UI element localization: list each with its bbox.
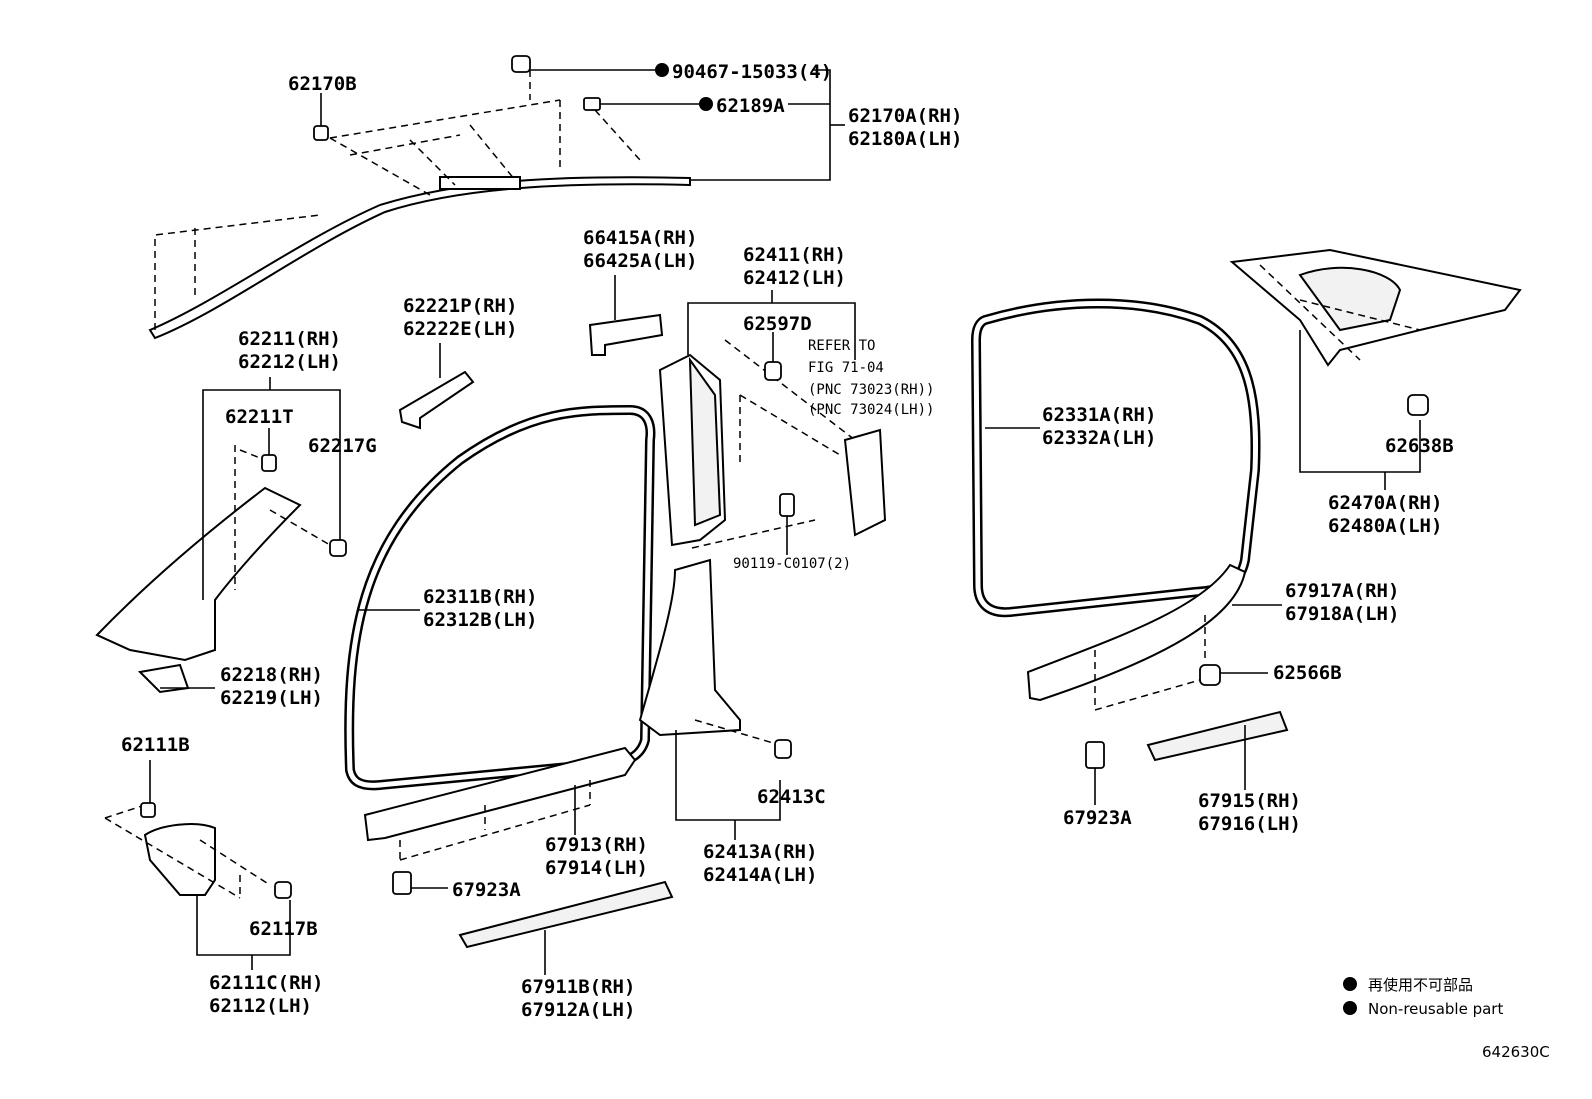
diagram-code: 642630C [1482, 1043, 1550, 1061]
roof-side-garnish-part [148, 70, 691, 340]
label-62111C: 62111C(RH) [209, 972, 323, 994]
label-67923A-right: 67923A [1063, 807, 1132, 829]
label-62189A: 62189A [716, 95, 785, 117]
clip-90467-icon [511, 55, 658, 73]
label-62470A: 62470A(RH) [1328, 492, 1442, 514]
clip-62189A-icon [583, 97, 702, 111]
label-62566B: 62566B [1273, 662, 1342, 684]
label-67914: 67914(LH) [545, 857, 648, 879]
quarter-trim-part [1229, 248, 1522, 490]
clip-62597D-icon [764, 332, 782, 381]
label-refer-pnc-rh: (PNC 73023(RH)) [808, 382, 934, 398]
label-62212: 62212(LH) [238, 351, 341, 373]
label-62413C: 62413C [757, 786, 826, 808]
clip-62111B-icon [140, 802, 156, 818]
label-62170B: 62170B [288, 73, 357, 95]
label-62414A: 62414A(LH) [703, 864, 817, 886]
center-pillar-upper-part [658, 290, 856, 549]
label-66415A: 66415A(RH) [583, 227, 697, 249]
clip-67923A-right-icon [1085, 741, 1105, 805]
label-62117B: 62117B [249, 918, 318, 940]
clip-62117B-icon [274, 881, 292, 899]
clip-62217G-icon [329, 539, 347, 557]
label-62312B: 62312B(LH) [423, 609, 537, 631]
label-62411: 62411(RH) [743, 244, 846, 266]
legend: 再使用不可部品 Non-reusable part [1343, 976, 1503, 1018]
label-refer-pnc-lh: (PNC 73024(LH)) [808, 402, 934, 418]
bracket-66415A-part [588, 275, 664, 356]
label-62221P: 62221P(RH) [403, 295, 517, 317]
label-62597D: 62597D [743, 313, 812, 335]
legend-en: Non-reusable part [1368, 1000, 1503, 1018]
front-scuff-plate-inner-part [363, 746, 637, 861]
label-90467-15033: 90467-15033(4) [672, 61, 832, 83]
label-62332A: 62332A(LH) [1042, 427, 1156, 449]
clip-62413C-icon [774, 739, 792, 759]
label-90119-C0107: 90119-C0107(2) [733, 556, 851, 572]
legend-dot-icon [1343, 1001, 1357, 1015]
non-reusable-dot-icon [699, 97, 713, 111]
center-pillar-lower-part [638, 558, 781, 840]
label-67911B: 67911B(RH) [521, 976, 635, 998]
bolt-90119-icon [779, 493, 795, 555]
clip-62566B-icon [1199, 664, 1268, 686]
label-62217G: 62217G [308, 435, 377, 457]
label-67916: 67916(LH) [1198, 813, 1301, 835]
front-pillar-garnish-part [95, 377, 341, 662]
label-62111B: 62111B [121, 734, 190, 756]
bracket-62218-part [137, 663, 215, 694]
scuff-plate-67915-part [1146, 710, 1289, 790]
clip-62638B-icon [1407, 394, 1429, 416]
label-62222E: 62222E(LH) [403, 318, 517, 340]
legend-jp: 再使用不可部品 [1368, 976, 1473, 994]
clip-67923A-left-icon [392, 871, 448, 895]
rear-scuff-plate-inner-part [1026, 563, 1282, 711]
label-62218: 62218(RH) [220, 664, 323, 686]
label-67917A: 67917A(RH) [1285, 580, 1399, 602]
label-62211T: 62211T [225, 406, 294, 428]
label-62638B: 62638B [1385, 435, 1454, 457]
label-refer-fig: FIG 71-04 [808, 360, 884, 376]
cowl-side-trim-part [104, 760, 291, 970]
scuff-plate-67911B-part [458, 880, 674, 975]
label-66425A: 66425A(LH) [583, 250, 697, 272]
legend-dot-icon [1343, 977, 1357, 991]
label-62211: 62211(RH) [238, 328, 341, 350]
clip-62170B-icon [313, 93, 329, 141]
label-62180A: 62180A(LH) [848, 128, 962, 150]
label-62412: 62412(LH) [743, 267, 846, 289]
leader-62170A [690, 69, 831, 181]
label-62331A: 62331A(RH) [1042, 404, 1156, 426]
label-67918A: 67918A(LH) [1285, 603, 1399, 625]
label-67913: 67913(RH) [545, 834, 648, 856]
label-62112: 62112(LH) [209, 995, 312, 1017]
label-67923A-left: 67923A [452, 879, 521, 901]
belt-cover-part [843, 428, 887, 537]
label-67912A: 67912A(LH) [521, 999, 635, 1021]
clip-62211T-icon [261, 428, 277, 472]
label-62480A: 62480A(LH) [1328, 515, 1442, 537]
part-labels: 62170B 90467-15033(4) 62189A 62170A(RH) … [121, 61, 1454, 1021]
label-62413A: 62413A(RH) [703, 841, 817, 863]
rear-door-weatherstrip-part [971, 298, 1261, 618]
label-67915: 67915(RH) [1198, 790, 1301, 812]
label-62219: 62219(LH) [220, 687, 323, 709]
label-62311B: 62311B(RH) [423, 586, 537, 608]
non-reusable-dot-icon [655, 63, 669, 77]
bracket-62221P-part [398, 343, 475, 430]
label-62170A: 62170A(RH) [848, 105, 962, 127]
label-refer-to: REFER TO [808, 338, 875, 354]
